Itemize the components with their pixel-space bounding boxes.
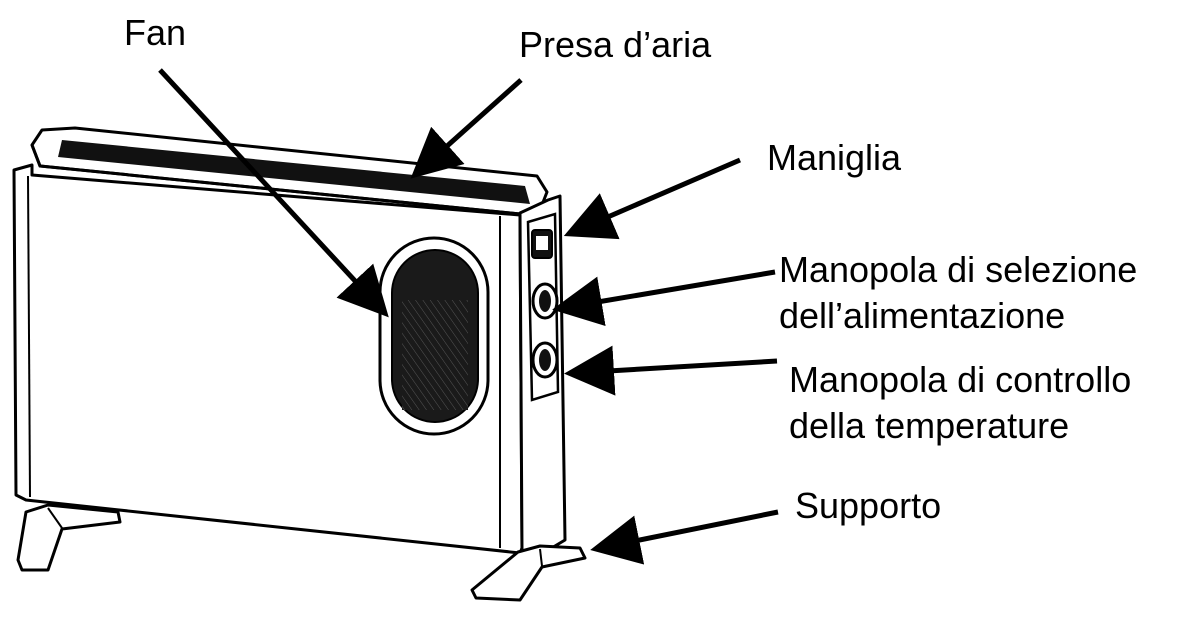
- arrow-fan: [158, 68, 389, 318]
- arrow-presa-aria: [410, 78, 523, 179]
- label-manopola-temperatura-line2: della temperature: [789, 405, 1070, 446]
- arrow-manopola-selezione: [552, 269, 776, 326]
- label-maniglia: Maniglia: [767, 137, 902, 178]
- label-manopola-selezione-line1: Manopola di selezione: [779, 249, 1138, 290]
- arrow-supporto: [590, 509, 779, 565]
- label-manopola-temperatura-line1: Manopola di controllo: [789, 359, 1132, 400]
- pointer-arrows: [158, 68, 779, 565]
- label-fan: Fan: [124, 12, 187, 53]
- label-supporto: Supporto: [795, 485, 942, 526]
- label-presa-aria: Presa d’aria: [519, 24, 712, 65]
- fan-grille: [378, 236, 490, 436]
- left-foot: [16, 503, 122, 572]
- label-manopola-selezione: Manopola di selezione dell’alimentazione: [779, 247, 1137, 339]
- arrow-manopola-temperatura: [564, 345, 778, 396]
- label-manopola-selezione-line2: dell’alimentazione: [779, 295, 1066, 336]
- label-manopola-temperatura: Manopola di controllo della temperature: [789, 357, 1131, 449]
- arrow-maniglia: [563, 157, 741, 240]
- controls: [531, 229, 559, 379]
- right-foot: [470, 544, 587, 602]
